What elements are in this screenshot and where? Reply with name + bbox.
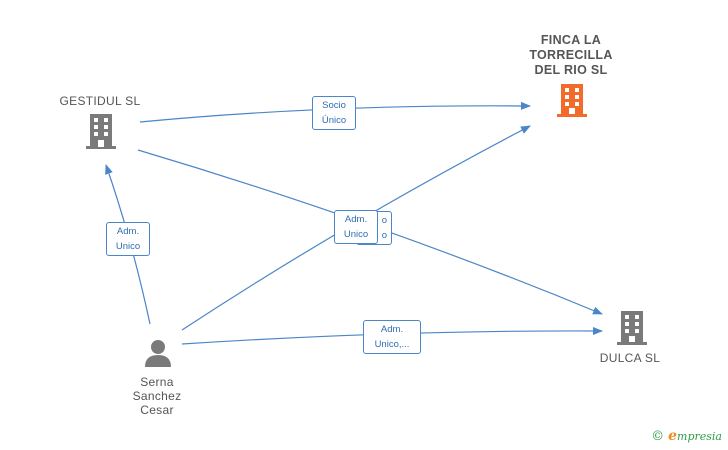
brand-watermark: ©empresia xyxy=(651,428,722,444)
person-icon xyxy=(145,340,171,367)
node-label-gestidul[interactable]: GESTIDUL SL xyxy=(59,94,141,108)
edge-label-adm-unico-gestidul[interactable]: Adm. Unico xyxy=(106,222,150,256)
brand-logo-initial: e xyxy=(668,428,678,444)
node-label-dulca[interactable]: DULCA SL xyxy=(599,351,661,365)
node-label-finca[interactable]: FINCA LA TORRECILLA DEL RIO SL xyxy=(529,33,613,77)
building-icon xyxy=(86,114,116,149)
edge-label-adm-unico-dulca[interactable]: Adm. Unico,... xyxy=(363,320,421,354)
brand-logo-text: mpresia xyxy=(677,430,722,443)
building-icon-main xyxy=(557,84,587,117)
copyright-icon: © xyxy=(651,429,665,444)
node-label-serna[interactable]: Serna Sanchez Cesar xyxy=(132,375,182,417)
edge-label-socio-unico[interactable]: Socio Único xyxy=(312,96,356,130)
building-icon xyxy=(617,311,647,345)
edge-label-adm-unico-center[interactable]: Adm. Unico xyxy=(334,210,378,244)
